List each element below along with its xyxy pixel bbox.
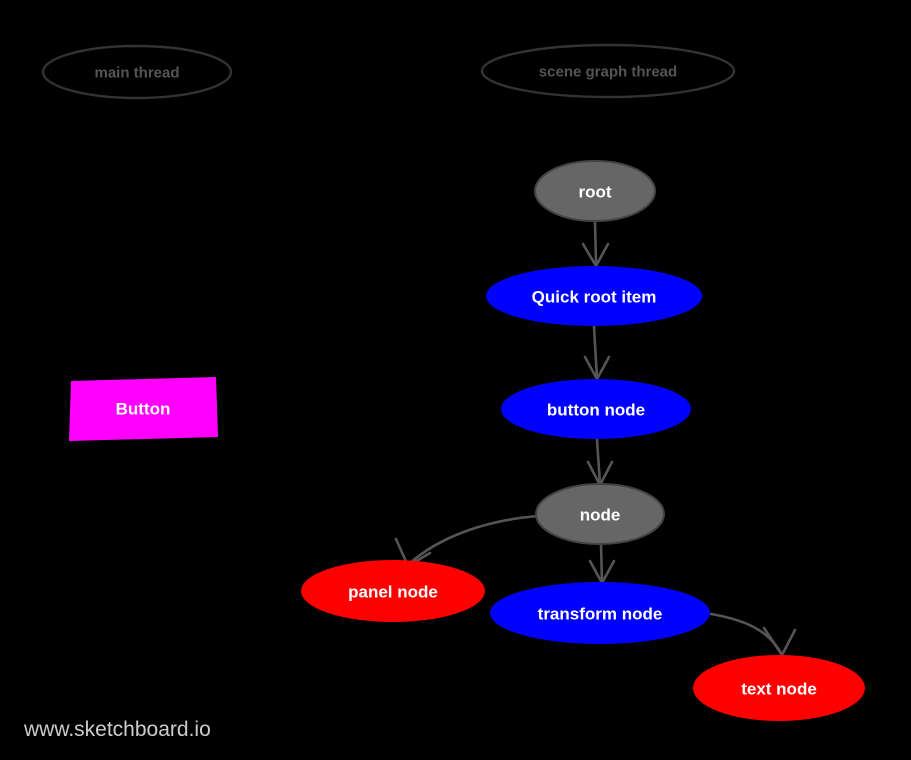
node-transform-node-label: transform node [538, 605, 663, 624]
edge-quick-root-item-to-button-node-arrowhead [583, 355, 611, 381]
lane-main-thread-label: main thread [94, 65, 179, 82]
edge-quick-root-item-to-button-node-line [592, 325, 599, 380]
lane-scene-graph-thread-label: scene graph thread [539, 64, 677, 81]
node-quick-root-item-label: Quick root item [532, 288, 657, 307]
watermark-label: www.sketchboard.io [23, 718, 211, 741]
node-button[interactable]: Button [69, 377, 218, 441]
node-quick-root-item[interactable]: Quick root item [486, 266, 702, 326]
node-panel-node-shape [301, 560, 485, 622]
lane-scene-graph-thread[interactable]: scene graph thread [480, 43, 736, 99]
node-panel-node[interactable]: panel node [301, 560, 485, 622]
node-node-shape [535, 483, 665, 545]
edge-root-to-quick-root-item[interactable] [581, 220, 610, 268]
edge-transform-node-to-text-node-line [709, 612, 783, 655]
node-root[interactable]: root [534, 160, 656, 222]
node-node-label: node [580, 506, 621, 525]
edge-button-node-to-node-line [595, 438, 602, 486]
node-group: root Quick root item button node node pa… [69, 160, 865, 721]
lane-main-thread-ellipse [41, 44, 233, 100]
lane-main-thread[interactable]: main thread [41, 44, 233, 100]
edge-button-node-to-node[interactable] [586, 438, 614, 487]
lane-scene-graph-thread-ellipse [480, 43, 736, 99]
edge-transform-node-to-text-node[interactable] [709, 612, 797, 657]
node-button-node-shape [501, 379, 691, 439]
node-transform-node[interactable]: transform node [490, 582, 710, 644]
edge-node-to-panel-node-line [407, 514, 540, 566]
edge-node-to-transform-node-line [599, 543, 604, 584]
node-root-shape [534, 160, 656, 222]
edge-quick-root-item-to-button-node[interactable] [583, 325, 611, 381]
node-button-node-label: button node [547, 401, 645, 420]
edge-root-to-quick-root-item-arrowhead [581, 242, 610, 268]
edge-root-to-quick-root-item-line [593, 220, 598, 266]
edge-node-to-transform-node[interactable] [588, 543, 616, 585]
edge-node-to-panel-node[interactable] [394, 514, 540, 568]
node-button-node[interactable]: button node [501, 379, 691, 439]
node-text-node-shape [693, 655, 865, 721]
node-root-label: root [578, 183, 611, 202]
node-button-label: Button [116, 400, 171, 419]
edge-transform-node-to-text-node-arrowhead [762, 626, 797, 657]
node-text-node[interactable]: text node [693, 655, 865, 721]
node-text-node-label: text node [741, 680, 817, 699]
node-quick-root-item-shape [486, 266, 702, 326]
node-node[interactable]: node [535, 483, 665, 545]
node-transform-node-shape [490, 582, 710, 644]
lane-group: main thread scene graph thread [41, 43, 736, 100]
node-panel-node-label: panel node [348, 583, 438, 602]
node-button-shape [69, 377, 218, 441]
